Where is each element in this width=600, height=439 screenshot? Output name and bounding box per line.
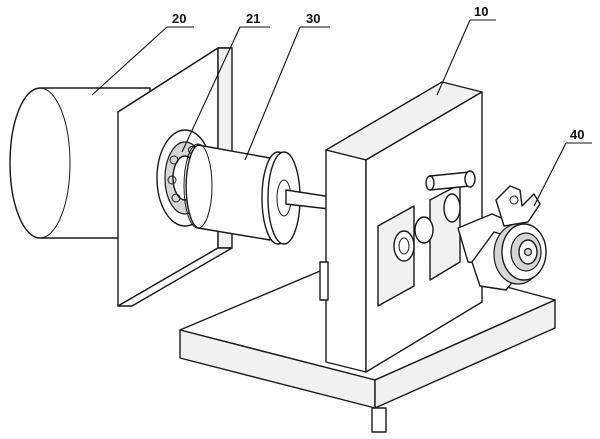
label-spool: 30 bbox=[306, 11, 320, 26]
spool bbox=[183, 143, 301, 245]
clamp-assembly bbox=[457, 185, 547, 291]
pin bbox=[425, 170, 476, 191]
label-clamp-assembly: 40 bbox=[570, 127, 584, 142]
label-base-frame: 10 bbox=[474, 4, 488, 19]
label-bearing: 21 bbox=[246, 11, 260, 26]
label-motor: 20 bbox=[172, 11, 186, 26]
frame-plate bbox=[319, 81, 483, 373]
motor bbox=[9, 87, 151, 239]
leader-lines bbox=[91, 19, 592, 207]
